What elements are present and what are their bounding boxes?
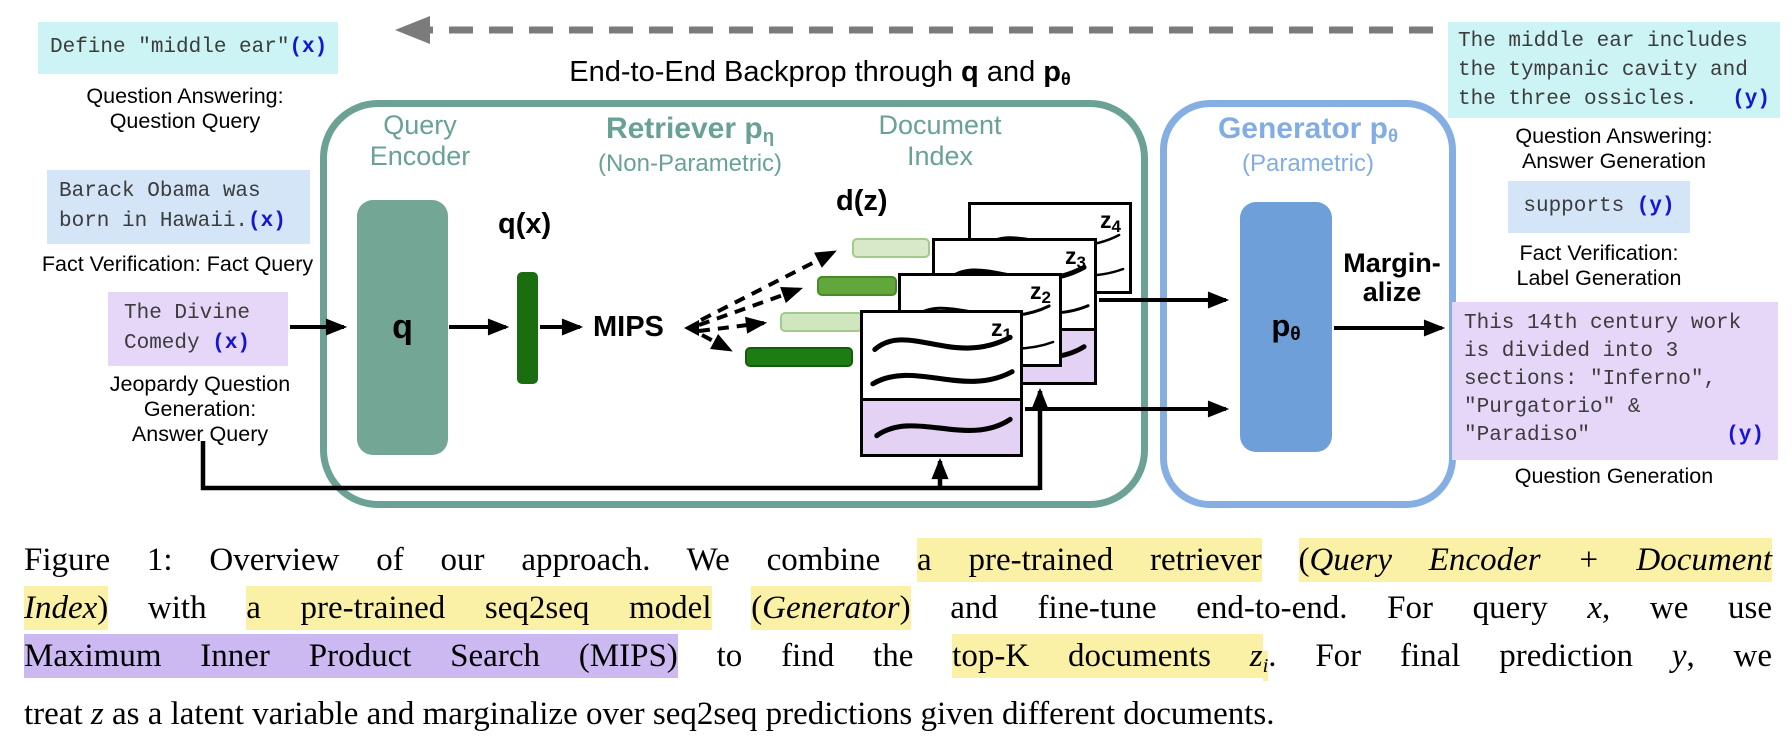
generator-subtitle: (Parametric) <box>1241 150 1374 177</box>
query-text: Define "middle ear" <box>50 36 290 59</box>
caption-segment: a pre-trained retriever <box>917 538 1262 582</box>
query-text-line: Comedy (x) <box>124 332 251 355</box>
task-label-jeopardy-query: Jeopardy Question Generation: Answer Que… <box>109 372 291 446</box>
doc-label-z2: z2 <box>1030 278 1051 307</box>
caption-segment: with <box>108 590 247 626</box>
output-text-line: "Paradiso"(y) <box>1464 422 1764 450</box>
output-text: supports <box>1523 195 1637 218</box>
caption-segment: Figure 1: Overview of our approach. We c… <box>24 542 918 578</box>
query-encoder-label: Query Encoder <box>369 110 471 171</box>
doc-z1-body <box>863 313 1020 398</box>
backprop-q: q <box>961 56 979 88</box>
output-example-qgen: This 14th century work is divided into 3… <box>1452 302 1778 460</box>
caption-segment: a pre-trained seq2seq model <box>246 586 712 630</box>
caption-segment: ( <box>751 586 763 630</box>
task-label-label-generation: Fact Verification: Label Generation <box>1516 241 1682 290</box>
x-tag: (x) <box>212 332 251 355</box>
caption-line: Maximum Inner Product Search (MIPS) to f… <box>24 632 1772 690</box>
output-text-line: is divided into 3 <box>1464 340 1679 363</box>
backprop-title-text: End-to-End Backprop through <box>569 56 962 88</box>
qx-label: q(x) <box>498 208 552 240</box>
y-tag: (y) <box>1726 424 1764 447</box>
y-tag: (y) <box>1732 88 1770 111</box>
caption-segment: ) <box>97 586 109 630</box>
query-text-line: Barack Obama was <box>59 180 261 203</box>
query-text-line: born in Hawaii.(x) <box>59 210 286 233</box>
task-label-qa-query: Question Answering: Question Query <box>86 84 284 133</box>
x-tag: (x) <box>289 36 328 59</box>
document-index-label: Document Index <box>878 110 1002 171</box>
output-text-line: the three ossicles.(y) <box>1458 85 1770 114</box>
query-text-line: The Divine <box>124 302 251 325</box>
task-label-question-generation: Question Generation <box>1514 464 1714 488</box>
output-text-line: sections: "Inferno", <box>1464 368 1717 391</box>
caption-segment: y <box>1671 638 1687 674</box>
caption-segment: Query Encoder + Document <box>1309 538 1773 582</box>
caption-line: Figure 1: Overview of our approach. We c… <box>24 536 1773 584</box>
marginalize-label: Margin- alize <box>1343 248 1441 307</box>
figure-caption: Figure 1: Overview of our approach. We c… <box>24 536 1773 738</box>
doc-embedding-bar-4 <box>745 347 853 367</box>
caption-segment: ( <box>1298 538 1310 582</box>
generator-block: pθ <box>1240 202 1332 452</box>
doc-z1-highlighted-passage <box>863 398 1020 454</box>
caption-segment: treat <box>24 696 91 733</box>
p-theta-label: pθ <box>1271 307 1301 346</box>
caption-segment: , we use <box>1602 590 1773 626</box>
caption-segment <box>712 590 752 626</box>
task-label-answer-generation: Question Answering: Answer Generation <box>1515 124 1713 173</box>
backprop-title: End-to-End Backprop through q and pθ <box>410 56 1230 90</box>
caption-segment: Maximum Inner Product Search (MIPS) <box>24 634 678 678</box>
output-example-fact: supports (y) <box>1508 181 1690 233</box>
retriever-box <box>320 100 1148 508</box>
caption-segment: ) <box>899 586 911 630</box>
output-text-line: This 14th century work <box>1464 312 1742 335</box>
query-example-jeopardy: The Divine Comedy (x) <box>108 292 288 366</box>
doc-label-z4: z4 <box>1100 207 1121 236</box>
caption-segment: z <box>1249 634 1263 678</box>
caption-line: Index) with a pre-trained seq2seq model … <box>24 584 1772 632</box>
task-label-fact-query: Fact Verification: Fact Query <box>41 252 314 276</box>
caption-segment: as a latent variable and marginalize ove… <box>103 696 1275 733</box>
query-example-fact: Barack Obama was born in Hawaii.(x) <box>47 170 310 244</box>
x-tag: (x) <box>248 210 286 233</box>
caption-segment: x <box>1587 590 1603 626</box>
mips-label: MIPS <box>593 311 664 343</box>
query-encoder-block: q <box>357 200 448 455</box>
query-example-qa: Define "middle ear"(x) <box>38 22 338 74</box>
y-tag: (y) <box>1636 195 1675 218</box>
caption-segment: . For final prediction <box>1268 638 1672 674</box>
backprop-p: pθ <box>1043 56 1071 89</box>
doc-embedding-bar-1 <box>852 238 930 258</box>
caption-segment: to find the <box>677 638 953 674</box>
doc-label-z3: z3 <box>1065 243 1086 272</box>
generator-title: Generator pθ <box>1217 112 1399 147</box>
output-text-line: the tympanic cavity and <box>1458 59 1748 82</box>
caption-segment: , we <box>1686 638 1773 674</box>
dz-label: d(z) <box>836 185 888 217</box>
doc-embedding-bar-3 <box>780 312 863 332</box>
caption-segment: Generator <box>762 586 900 630</box>
output-example-qa: The middle ear includes the tympanic cav… <box>1448 22 1780 118</box>
caption-line: treat z as a latent variable and margina… <box>24 690 1772 738</box>
caption-segment: and fine-tune end-to-end. For query <box>910 590 1588 626</box>
caption-segment <box>1262 542 1299 578</box>
caption-segment: top-K documents <box>952 634 1250 678</box>
output-text-line: "Purgatorio" & <box>1464 396 1641 419</box>
retriever-subtitle: (Non-Parametric) <box>597 150 783 177</box>
query-vector-bar <box>517 272 538 384</box>
caption-segment: Index <box>24 586 98 630</box>
doc-embedding-bar-2 <box>817 276 897 296</box>
document-card-z1: z1 <box>860 310 1023 457</box>
caption-segment: z <box>90 696 104 733</box>
q-block-label: q <box>392 308 413 346</box>
retriever-title: Retriever pη <box>605 112 775 147</box>
caption-segment: i <box>1262 651 1269 682</box>
backprop-and: and <box>978 56 1044 88</box>
output-text-line: The middle ear includes <box>1458 30 1748 53</box>
doc-label-z1: z1 <box>991 315 1012 344</box>
